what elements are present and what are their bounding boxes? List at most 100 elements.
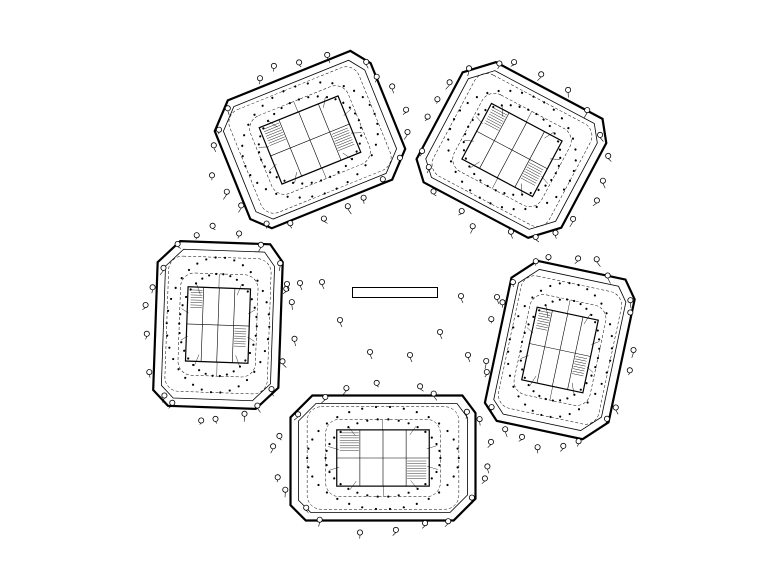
device-dot [333,477,336,480]
device-dot [201,277,204,280]
callout-marker [336,316,343,323]
callout-marker [295,411,302,418]
device-dot [416,426,419,429]
device-dot [255,315,258,319]
callout-marker [484,463,491,470]
callout-marker [496,60,503,67]
device-dot [233,259,236,262]
device-dot [535,205,538,209]
device-dot [557,140,560,143]
wiring-line [348,426,356,436]
callout-leader [363,200,365,204]
callout-leader [419,388,424,392]
device-dot [192,363,195,367]
stair-hatch [527,164,543,173]
callout-leader [577,443,579,447]
wiring-line [268,120,278,128]
stair-hatch [538,312,551,316]
callout-leader [278,265,281,272]
device-dot [361,407,364,410]
callout-leader [238,207,242,213]
device-dot [512,207,515,211]
callout-leader [458,213,462,216]
device-dot [174,286,177,290]
device-dot [244,359,247,362]
wiring-line [529,375,537,387]
device-dot [209,391,213,394]
plan-outline [213,49,407,230]
device-dot [288,102,291,105]
callout-marker [210,142,217,149]
device-dot [307,466,310,469]
callout-leader [574,260,579,264]
device-dot [184,376,187,379]
callout-leader [145,336,148,340]
callout-marker [465,65,472,72]
wiring-line [550,158,561,160]
wiring-line [268,163,277,172]
callout-marker [238,202,245,209]
device-dot [310,181,313,184]
device-dot [521,368,524,371]
wiring-line [180,335,189,341]
stair-hatch [536,325,548,329]
circuit-line [164,255,272,395]
device-dot [531,409,534,412]
stair-hatch [334,134,351,142]
device-dot [509,104,512,107]
device-dot [520,91,524,94]
device-dot [523,376,526,379]
callout-leader [375,79,377,83]
device-dot [324,456,327,460]
wiring-line [247,336,255,342]
wiring-line [476,116,483,124]
callout-marker [363,58,370,65]
device-dot [256,279,259,282]
wiring-line [351,132,362,134]
device-dot [366,494,369,497]
callout-leader [487,444,492,448]
wiring-line [342,152,352,160]
wiring-line [526,111,532,122]
stair-hatch [263,122,280,130]
wiring-line [247,309,256,315]
callout-marker [487,438,494,445]
device-dot [539,289,543,292]
callout-leader [630,314,632,317]
callout-marker [169,399,176,406]
device-dot [559,156,562,159]
stair-hatch [264,127,282,135]
callout-marker [436,328,443,335]
device-dot [464,157,467,160]
device-dot [219,391,222,394]
device-dot [458,109,462,112]
stair-hatch [529,162,544,171]
plan-inner-outline [160,248,275,402]
device-dot [200,388,203,391]
callout-marker [356,529,363,536]
stair-hatch [269,138,286,146]
device-dot [307,447,310,450]
device-dot [452,475,455,478]
callout-marker [457,292,464,299]
floor-plan-5 [289,394,477,522]
device-dot [342,85,345,88]
device-dot [337,170,340,174]
callout-marker [268,386,275,393]
callout-marker [276,432,283,439]
device-dot [271,96,274,99]
device-dot [374,507,378,511]
callout-marker [149,284,156,291]
device-dot [339,430,342,433]
callout-leader [376,385,379,388]
callout-leader [159,270,164,276]
device-dot [259,360,262,364]
core-partition [186,323,250,327]
callout-leader [223,194,228,200]
device-dot [427,497,430,500]
device-dot [328,442,331,446]
device-dot [430,436,433,439]
device-dot [229,275,232,278]
device-dot [243,134,246,137]
stair-hatch [575,356,588,360]
